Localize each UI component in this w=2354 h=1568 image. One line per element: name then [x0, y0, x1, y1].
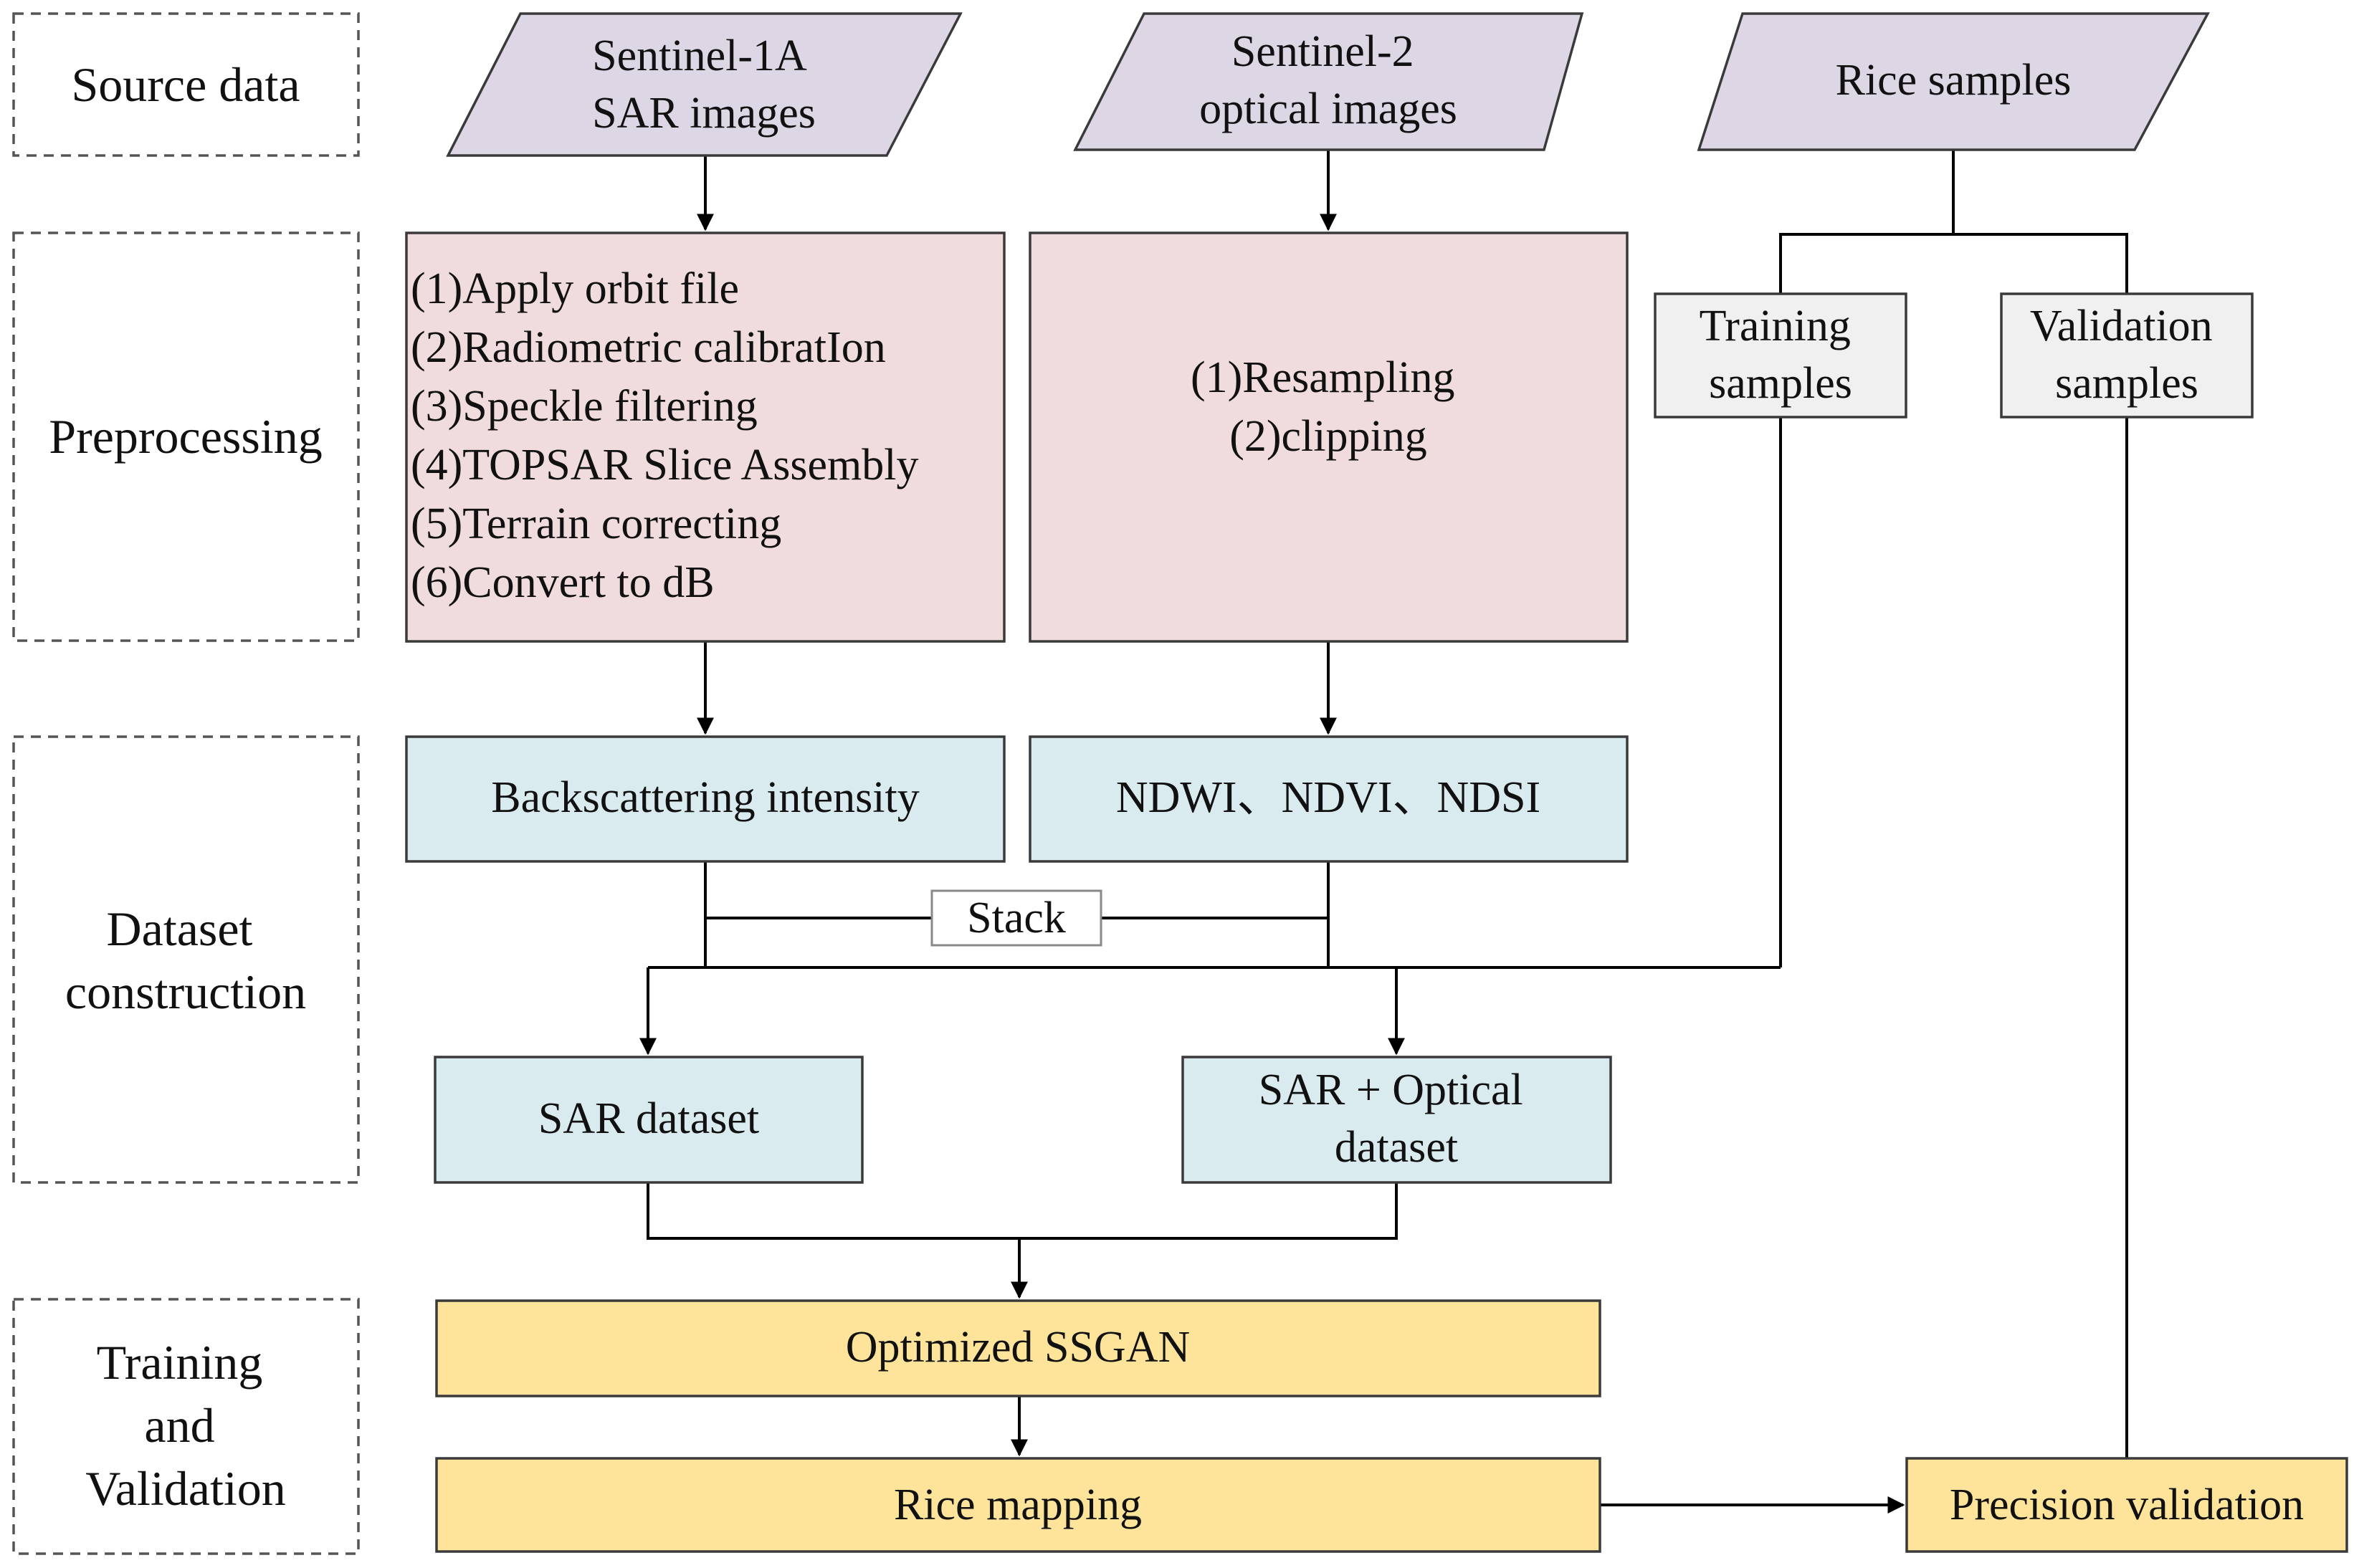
stage-preprocessing-label: Preprocessing: [49, 409, 322, 464]
rice-mapping-box: [435, 1457, 1601, 1553]
precision-validation-box: [1905, 1457, 2348, 1553]
stage-preprocessing: Preprocessing: [12, 231, 360, 642]
optical-preprocessing-steps: (1)Resampling (2)clipping: [1191, 353, 1466, 461]
sar-dataset-label: SAR dataset: [538, 1094, 759, 1143]
sentinel1-label: Sentinel-1A SAR images: [592, 32, 816, 138]
training-samples-box: [1654, 292, 1907, 419]
indices-node: NDWI、NDVI、NDSI: [1029, 735, 1629, 863]
validation-samples-label: Validation samples: [2030, 302, 2224, 408]
ssgan-node: Optimized SSGAN: [435, 1299, 1601, 1397]
stage-source-data: Source data: [12, 12, 360, 157]
validation-samples-node: Validation samples: [2000, 292, 2254, 419]
ssgan-box: [435, 1299, 1601, 1397]
datasets-join-line: [647, 1182, 1398, 1240]
stack-box: [930, 889, 1102, 947]
rice-mapping-node: Rice mapping: [435, 1457, 1601, 1553]
ssgan-label: Optimized SSGAN: [846, 1323, 1191, 1372]
sentinel2-node: Sentinel-2 optical images: [1073, 12, 1584, 151]
backscatter-box: [405, 735, 1006, 863]
rice-mapping-label: Rice mapping: [894, 1481, 1142, 1529]
sar-preprocessing-steps: (1)Apply orbit file (2)Radiometric calib…: [411, 264, 930, 607]
sar-dataset-box: [434, 1056, 864, 1184]
stack-label: Stack: [967, 894, 1066, 942]
training-samples-node: Training samples: [1654, 292, 1907, 419]
rice-samples-node: Rice samples: [1697, 12, 2210, 151]
rice-samples-shape: [1697, 12, 2210, 151]
training-samples-label: Training samples: [1700, 302, 1862, 408]
stage-training-validation-label: Training and Validation: [85, 1335, 286, 1516]
optical-preprocessing-node: (1)Resampling (2)clipping: [1029, 231, 1629, 643]
optical-preprocessing-box: [1029, 231, 1629, 643]
stage-dataset-construction-label: Dataset construction: [65, 902, 306, 1019]
connectors: [639, 150, 2128, 1514]
stage-training-validation: Training and Validation: [12, 1298, 360, 1555]
validation-samples-box: [2000, 292, 2254, 419]
sar-preprocessing-node: (1)Apply orbit file (2)Radiometric calib…: [405, 231, 1006, 643]
sar-optical-dataset-node: SAR + Optical dataset: [1181, 1056, 1612, 1184]
stage-dataset-construction: Dataset construction: [12, 735, 360, 1184]
precision-validation-label: Precision validation: [1950, 1481, 2304, 1529]
rice-samples-label: Rice samples: [1836, 56, 2072, 105]
indices-box: [1029, 735, 1629, 863]
sar-optical-dataset-box: [1181, 1056, 1612, 1184]
indices-label: NDWI、NDVI、NDSI: [1116, 773, 1540, 822]
sar-optical-dataset-label: SAR + Optical dataset: [1259, 1066, 1535, 1172]
rice-samples-split-line: [1779, 233, 2128, 294]
sentinel1-node: Sentinel-1A SAR images: [446, 12, 963, 157]
backscatter-label: Backscattering intensity: [491, 773, 919, 822]
sentinel2-shape: [1073, 12, 1584, 151]
sentinel1-shape: [446, 12, 963, 157]
stack-node: Stack: [930, 889, 1102, 947]
sar-dataset-node: SAR dataset: [434, 1056, 864, 1184]
backscatter-node: Backscattering intensity: [405, 735, 1006, 863]
sentinel2-label: Sentinel-2 optical images: [1199, 27, 1457, 133]
sar-preprocessing-box: [405, 231, 1006, 643]
precision-validation-node: Precision validation: [1905, 1457, 2348, 1553]
stage-source-data-label: Source data: [71, 57, 300, 112]
